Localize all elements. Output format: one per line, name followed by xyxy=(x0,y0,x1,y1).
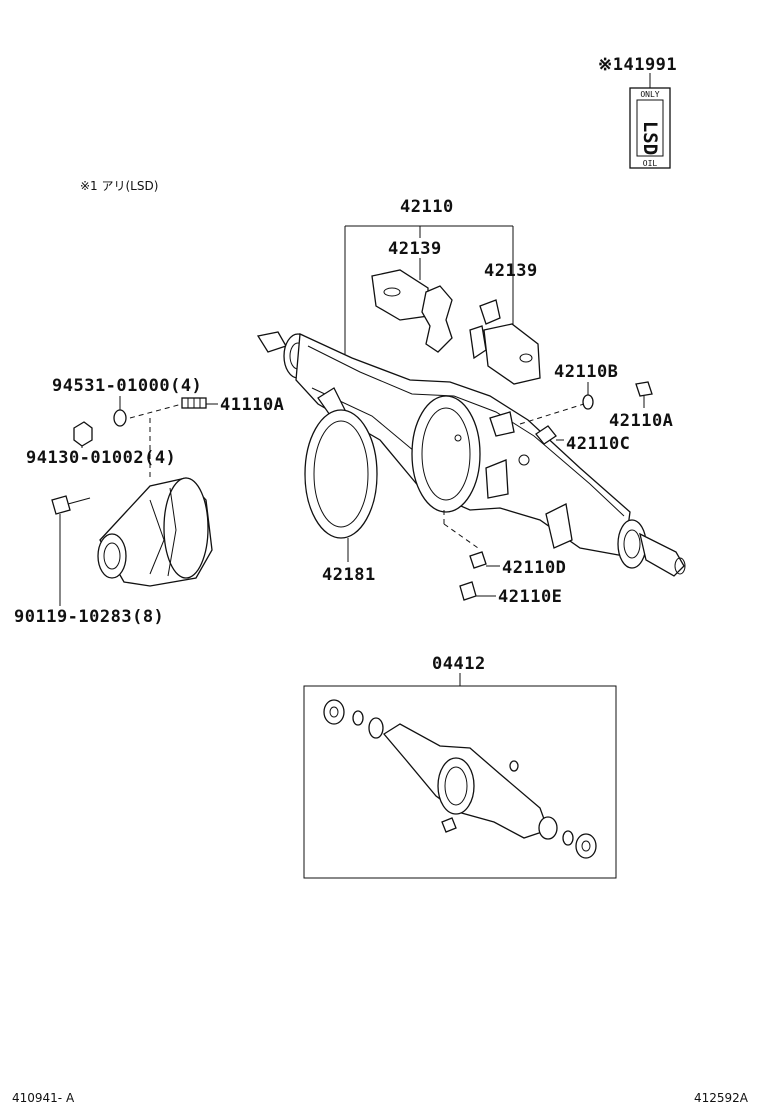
callout-141991: ※141991 xyxy=(598,55,677,75)
oil-label-top-text: ONLY xyxy=(640,90,659,99)
footer-left-code: 410941- A xyxy=(12,1091,75,1105)
callout-94130: 94130-01002(4) xyxy=(26,448,176,468)
oil-label-bottom-text: OIL xyxy=(643,159,658,168)
callout-42139-left: 42139 xyxy=(388,239,442,259)
callout-42110A-right: 42110A xyxy=(609,411,673,431)
callout-42139-right: 42139 xyxy=(484,261,538,281)
axle-housing[interactable] xyxy=(256,331,686,577)
callout-42181: 42181 xyxy=(322,565,376,585)
nut-94130[interactable] xyxy=(73,421,93,447)
gasket-42181[interactable] xyxy=(304,409,378,539)
washer-94531[interactable] xyxy=(113,409,127,427)
lsd-oil-label[interactable]: ※141991 ONLY OIL LSD xyxy=(598,55,677,169)
oil-label-main-text: LSD xyxy=(639,121,661,155)
callout-42110D: 42110D xyxy=(502,558,566,578)
callout-41110A: 41110A xyxy=(220,395,284,415)
callout-42110E: 42110E xyxy=(498,587,562,607)
bolt-90119[interactable] xyxy=(51,495,91,606)
bracket-42139-right[interactable] xyxy=(469,299,541,385)
kit-04412-parts[interactable] xyxy=(323,699,597,859)
footer-right-code: 412592A xyxy=(694,1091,749,1105)
callout-04412: 04412 xyxy=(432,654,486,674)
callout-42110-group: 42110 xyxy=(344,197,514,360)
callout-42110C: 42110C xyxy=(566,434,630,454)
callout-94531: 94531-01000(4) xyxy=(52,376,202,396)
stud-41110A[interactable] xyxy=(181,397,207,409)
callout-90119: 90119-10283(8) xyxy=(14,607,164,627)
callout-42110: 42110 xyxy=(400,197,454,217)
bolt-42110A-right[interactable] xyxy=(635,381,653,408)
washer-42110B[interactable] xyxy=(582,394,594,410)
plug-42110D[interactable] xyxy=(469,551,487,569)
callout-42110B: 42110B xyxy=(554,362,618,382)
lsd-note: ※1 アリ(LSD) xyxy=(80,179,158,193)
differential-carrier[interactable] xyxy=(97,477,213,587)
plug-42110E[interactable] xyxy=(459,581,477,601)
breather-42110C[interactable] xyxy=(535,425,564,445)
kit-04412-box xyxy=(303,685,617,879)
bracket-42139-left[interactable] xyxy=(371,269,453,353)
